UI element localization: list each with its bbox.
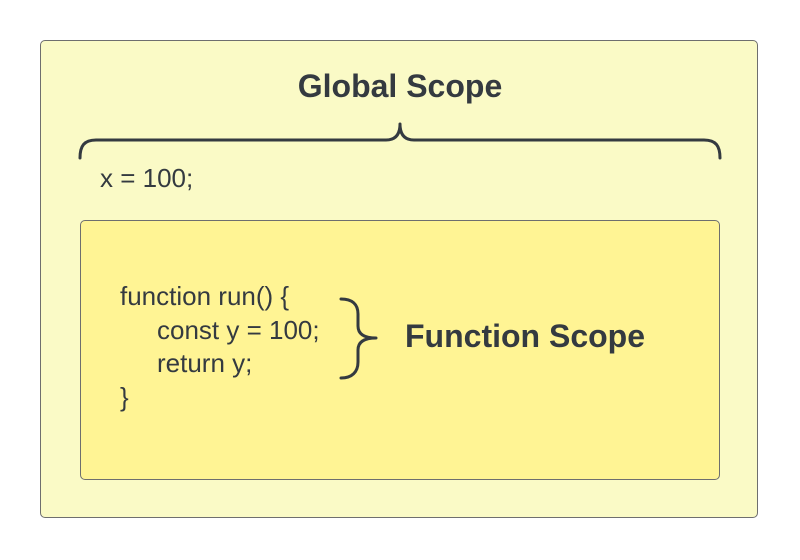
code-line-function-declaration: function run() {	[120, 281, 290, 311]
code-line-closing-brace: }	[120, 382, 129, 412]
function-scope-label: Function Scope	[405, 318, 645, 354]
global-code-line: x = 100;	[100, 163, 194, 193]
function-scope-box	[80, 220, 720, 480]
global-scope-title: Global Scope	[297, 68, 503, 104]
code-line-return: return y;	[157, 348, 253, 378]
code-line-const-declaration: const y = 100;	[157, 315, 320, 345]
